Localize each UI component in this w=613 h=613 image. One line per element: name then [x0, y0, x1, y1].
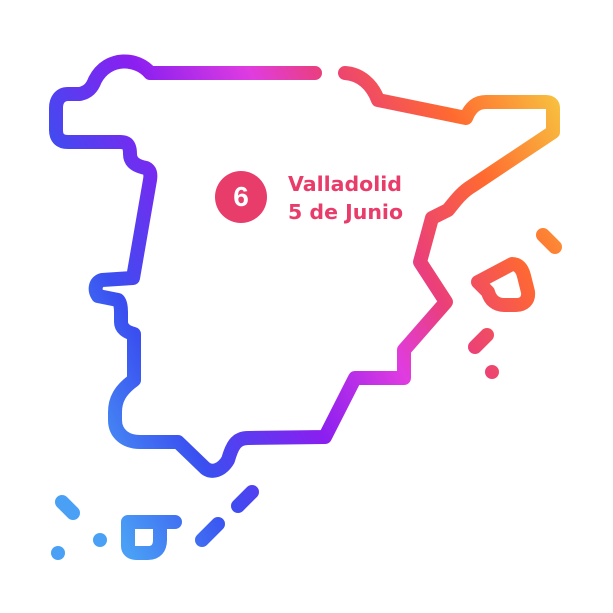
canary-island-dash-2: [195, 517, 225, 547]
balearic-island-mallorca: [471, 257, 536, 312]
canary-island-dash-1: [55, 495, 80, 520]
mainland-outline-west: [49, 54, 560, 478]
balearic-island-dash-2: [468, 328, 494, 354]
event-city: Valladolid: [288, 172, 402, 196]
canary-island-dash-3: [231, 485, 259, 513]
event-label: Valladolid 5 de Junio: [288, 170, 403, 226]
event-number-badge: 6: [215, 171, 267, 223]
event-date: 5 de Junio: [288, 200, 404, 224]
balearic-island-dash-1: [536, 228, 562, 254]
canary-island-gran-canaria: [121, 515, 182, 560]
